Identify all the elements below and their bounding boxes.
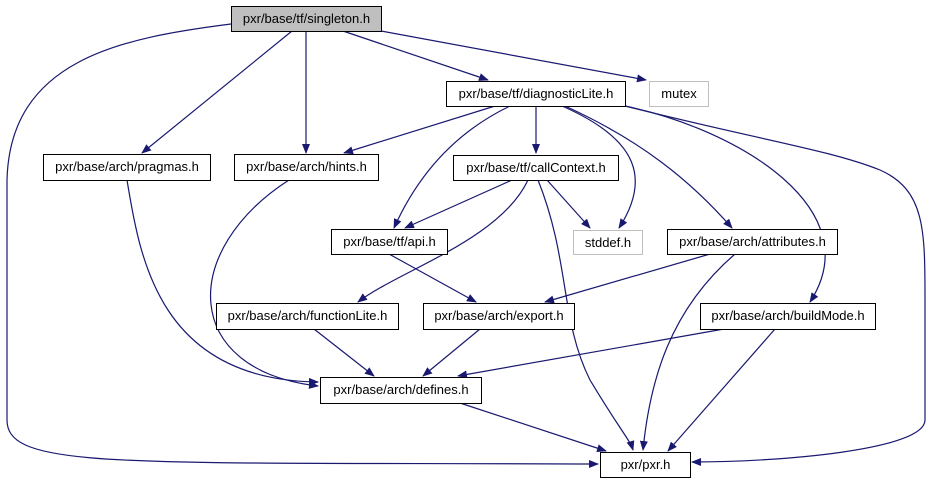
node-attributes[interactable]: pxr/base/arch/attributes.h (667, 229, 838, 255)
edge (210, 179, 319, 389)
node-defines[interactable]: pxr/base/arch/defines.h (320, 377, 482, 404)
node-singleton[interactable]: pxr/base/tf/singleton.h (231, 6, 382, 32)
node-export[interactable]: pxr/base/arch/export.h (423, 303, 575, 330)
edge (459, 402, 607, 452)
node-stddef[interactable]: stddef.h (573, 230, 643, 255)
edge (667, 328, 776, 452)
edge (546, 179, 591, 229)
edge (380, 30, 647, 83)
edge (6, 23, 599, 468)
edge (457, 328, 725, 379)
edge (388, 253, 477, 303)
edge (422, 328, 481, 377)
edge (564, 105, 733, 229)
node-buildMode[interactable]: pxr/base/arch/buildMode.h (700, 303, 876, 330)
node-pxr[interactable]: pxr/pxr.h (600, 452, 691, 478)
edge (624, 105, 826, 303)
node-diagnosticLite[interactable]: pxr/base/tf/diagnosticLite.h (446, 81, 626, 107)
edge (393, 105, 511, 229)
node-mutex[interactable]: mutex (649, 81, 709, 107)
node-callContext[interactable]: pxr/base/tf/callContext.h (453, 155, 619, 181)
edge (342, 30, 489, 81)
edge (343, 105, 496, 155)
node-functionLite[interactable]: pxr/base/arch/functionLite.h (216, 303, 399, 330)
edge (141, 30, 293, 154)
edge (357, 179, 529, 303)
edge (639, 253, 736, 451)
edge (544, 253, 711, 304)
edge (126, 179, 319, 386)
node-api[interactable]: pxr/base/tf/api.h (331, 229, 448, 255)
edge (404, 179, 513, 229)
node-hints[interactable]: pxr/base/arch/hints.h (234, 154, 379, 181)
edge (537, 179, 635, 451)
node-pragmas[interactable]: pxr/base/arch/pragmas.h (43, 154, 211, 181)
edge (561, 105, 636, 229)
edge (624, 105, 926, 466)
edge (313, 328, 375, 377)
